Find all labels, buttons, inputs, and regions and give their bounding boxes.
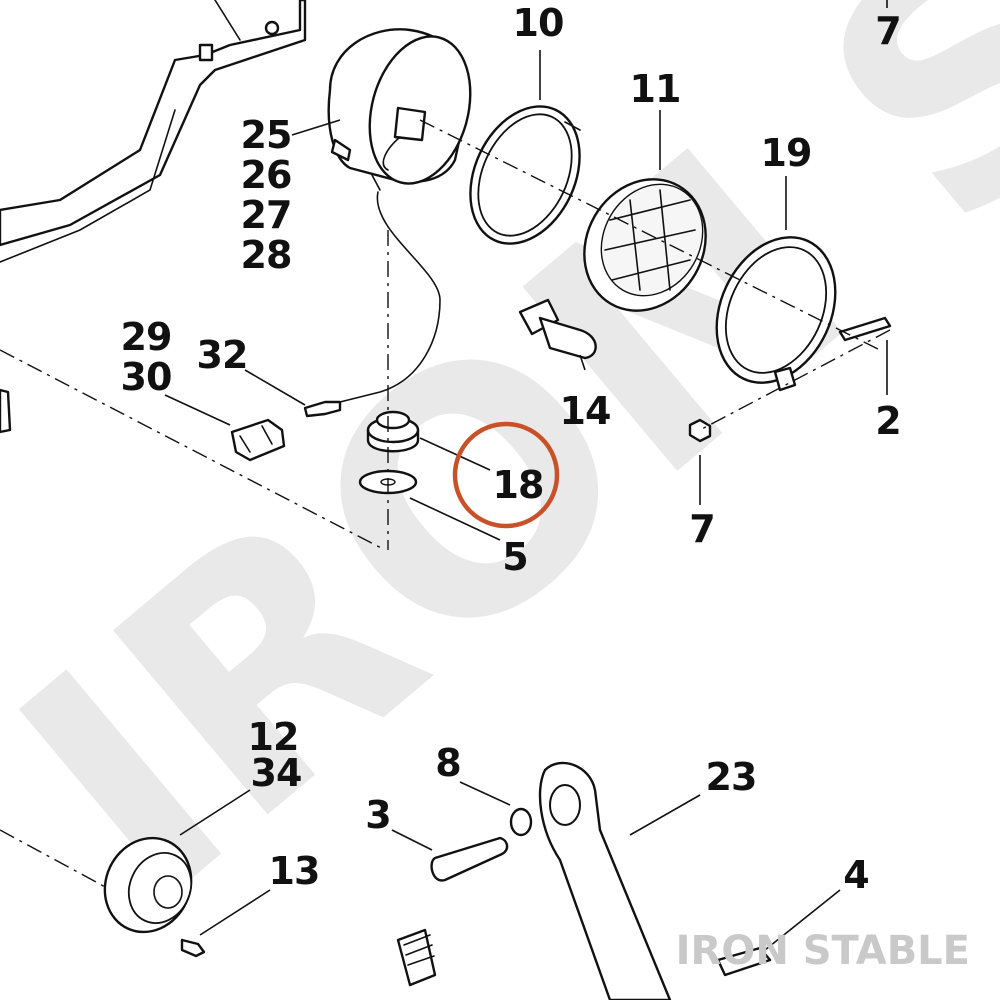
callout-4: 4 (843, 853, 868, 897)
callout-14: 14 (560, 389, 611, 433)
callout-2: 2 (875, 399, 900, 443)
callout-13: 13 (269, 849, 320, 893)
left-edge-fragment (0, 388, 12, 434)
callout-7-top: 7 (875, 9, 900, 53)
callout-8: 8 (435, 741, 460, 785)
nut (688, 418, 712, 443)
callout-26: 26 (241, 153, 292, 197)
hex-bolt (716, 946, 772, 977)
headlamp-bulb (518, 298, 597, 360)
callout-3: 3 (365, 793, 390, 837)
callout-34: 34 (251, 751, 302, 795)
trim-ring (715, 236, 837, 392)
callout-12: 12 (248, 715, 299, 759)
headlamp-wire (339, 191, 441, 403)
headlamp-lens (583, 178, 707, 312)
lock-washer (509, 807, 533, 837)
small-screw (180, 938, 206, 958)
connector (230, 418, 286, 462)
callout-10: 10 (513, 1, 564, 45)
callout-32: 32 (197, 333, 248, 377)
callout-11: 11 (630, 67, 681, 111)
callouts: 10 11 19 7 25 26 27 28 29 30 32 14 2 7 1… (121, 1, 902, 897)
callout-23: 23 (706, 755, 757, 799)
mounting-bracket (0, 0, 307, 263)
callout-28: 28 (241, 233, 292, 277)
callout-7-mid: 7 (689, 507, 714, 551)
assembly-lines (0, 119, 891, 896)
headlamp-housing (327, 28, 472, 191)
callout-30: 30 (121, 355, 172, 399)
harness-plug (396, 928, 437, 987)
bolt (430, 836, 509, 882)
screw (838, 316, 892, 342)
callout-29: 29 (121, 315, 172, 359)
highlight-circle (452, 421, 560, 529)
marker-lamp (103, 836, 193, 934)
wire-terminal (303, 400, 342, 418)
bracket-arm (538, 761, 672, 1000)
retaining-ring (469, 105, 581, 245)
footer-watermark: IRON STABLE (675, 928, 970, 974)
callout-5: 5 (502, 535, 527, 579)
leader-lines (164, 0, 888, 951)
callout-19: 19 (761, 131, 812, 175)
callout-18: 18 (493, 463, 544, 507)
callout-27: 27 (241, 193, 292, 237)
grommet (366, 410, 420, 453)
callout-25: 25 (241, 113, 292, 157)
